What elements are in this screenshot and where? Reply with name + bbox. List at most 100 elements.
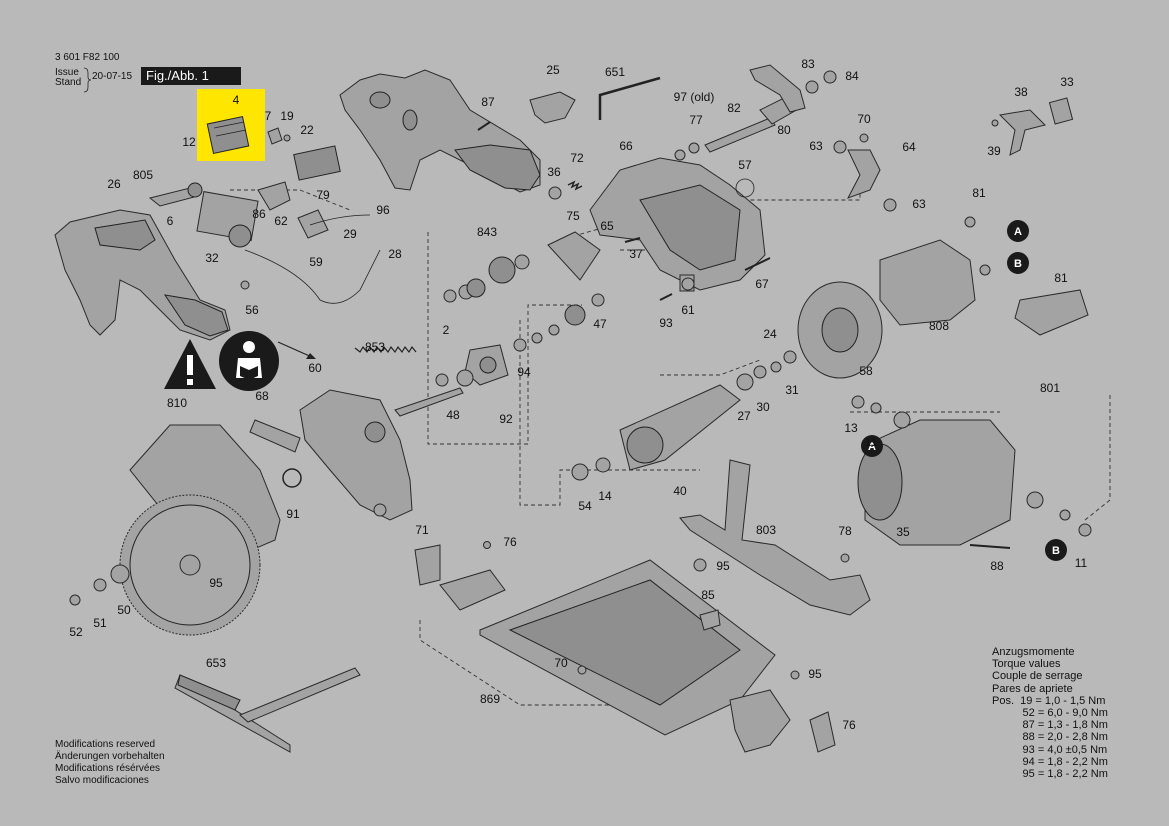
issue-date: 20-07-15	[92, 71, 133, 82]
part-number-label: 56	[245, 303, 259, 317]
part-number-label: 19	[280, 109, 294, 123]
part-number-label: 70	[857, 112, 871, 126]
part-number-label: 11	[1075, 556, 1088, 570]
read-manual-icon	[219, 331, 279, 391]
torque-title: Couple de serrage	[992, 670, 1083, 683]
part-number-label: 91	[286, 507, 300, 521]
part-number-label: 84	[845, 69, 859, 83]
modifications-line: Änderungen vorbehalten	[55, 751, 165, 762]
svg-text:A: A	[1014, 226, 1022, 238]
callout-b-motor: B	[1045, 539, 1067, 561]
part-number-label: 93	[659, 316, 673, 330]
svg-text:A: A	[868, 441, 876, 453]
part-number-label: 96	[376, 203, 390, 217]
part-number-label: 52	[69, 625, 83, 639]
part-number-label: 47	[593, 317, 607, 331]
part-number-label: 61	[681, 303, 695, 317]
torque-row: 94 = 1,8 - 2,2 Nm	[992, 755, 1108, 768]
part-number-label: 12	[182, 135, 196, 149]
arrow-to-guard	[277, 341, 316, 359]
part-number-label: 37	[629, 247, 643, 261]
svg-text:B: B	[1014, 258, 1022, 270]
part-number-label: 39	[987, 144, 1001, 158]
part-number-label: 88	[990, 559, 1004, 573]
part-number-label: 803	[756, 523, 776, 537]
part-number-label: 36	[547, 165, 561, 179]
modifications-line: Salvo modificaciones	[55, 775, 149, 786]
part-number-label: 35	[896, 525, 910, 539]
part-number-label: 6	[167, 214, 174, 228]
part-number-label: 38	[1014, 85, 1028, 99]
part-number-label: 808	[929, 319, 949, 333]
part-number-label: 28	[388, 247, 402, 261]
torque-row: 52 = 6,0 - 9,0 Nm	[992, 707, 1108, 720]
modifications-line: Modifications résérvées	[55, 763, 161, 774]
torque-title: Torque values	[992, 658, 1061, 671]
part-number-label: 72	[570, 151, 584, 165]
callout-b-top: B	[1007, 252, 1029, 274]
part-number-label: 869	[480, 692, 500, 706]
part-number-label: 651	[605, 65, 625, 79]
part-number-label: 2	[443, 323, 450, 337]
callout-a-motor: A	[861, 435, 883, 457]
part-number-label: 80	[777, 123, 791, 137]
svg-text:B: B	[1052, 545, 1060, 557]
part-number-label: 62	[274, 214, 288, 228]
part-number-label: 40	[673, 484, 687, 498]
part-number-label: 78	[838, 524, 852, 538]
part-number-label: 32	[205, 251, 219, 265]
part-number-label: 29	[343, 227, 357, 241]
part-number-label: 31	[785, 383, 799, 397]
part-number-label: 63	[809, 139, 823, 153]
part-number-label: 805	[133, 168, 153, 182]
part-number-label: 58	[859, 364, 873, 378]
part-number-label: 70	[554, 656, 568, 670]
part-number-label: 30	[756, 400, 770, 414]
part-number-label: 59	[309, 255, 323, 269]
part-number-label: 76	[503, 535, 517, 549]
modifications-line: Modifications reserved	[55, 739, 156, 750]
figure-label: Fig./Abb. 1	[141, 67, 241, 85]
part-number-label: 95	[808, 667, 822, 681]
warning-triangle-icon	[164, 339, 216, 389]
part-number-label: 75	[566, 209, 580, 223]
part-number-label: 54	[578, 499, 592, 513]
part-number-label: 76	[842, 718, 856, 732]
torque-row: Pos. 19 = 1,0 - 1,5 Nm	[992, 694, 1106, 707]
torque-title: Anzugsmomente	[992, 646, 1075, 658]
part-number-label: 843	[477, 225, 497, 239]
part-number-label: 51	[93, 616, 107, 630]
part-number-label: 7	[265, 109, 272, 123]
part-number-label: 801	[1040, 381, 1060, 395]
part-number-label: 81	[972, 186, 986, 200]
part-number-label: 81	[1054, 271, 1068, 285]
part-number-label: 95	[716, 559, 730, 573]
torque-values-table: Anzugsmomente Torque values Couple de se…	[992, 646, 1108, 780]
part-number-label: 77	[689, 113, 703, 127]
part-number-label: 79	[316, 188, 330, 202]
part-number-label: 653	[206, 656, 226, 670]
part-number-label: 33	[1060, 75, 1074, 89]
stand-label: Stand	[55, 77, 82, 88]
torque-title: Pares de apriete	[992, 682, 1073, 695]
part-number-label: 82	[727, 101, 741, 115]
callout-a-top: A	[1007, 220, 1029, 242]
issue-label: Issue	[55, 67, 79, 78]
part-number-label: 26	[107, 177, 121, 191]
part-number-label: 4	[233, 93, 240, 107]
modifications-notice: Modifications reserved Änderungen vorbeh…	[55, 739, 165, 787]
part-number-label: 92	[499, 412, 513, 426]
part-number-label: 83	[801, 57, 815, 71]
part-number-label: 810	[167, 396, 187, 410]
torque-row: 87 = 1,3 - 1,8 Nm	[992, 719, 1108, 732]
part-number-label: 22	[300, 123, 314, 137]
part-number-label: 68	[255, 389, 269, 403]
part-number-label: 57	[738, 158, 752, 172]
part-number-label: 71	[415, 523, 429, 537]
part-number-label: 87	[481, 95, 495, 109]
torque-row: 93 = 4,0 ±0,5 Nm	[992, 743, 1108, 756]
part-number-label: 853	[365, 340, 385, 354]
part-number-label: 60	[308, 361, 322, 375]
